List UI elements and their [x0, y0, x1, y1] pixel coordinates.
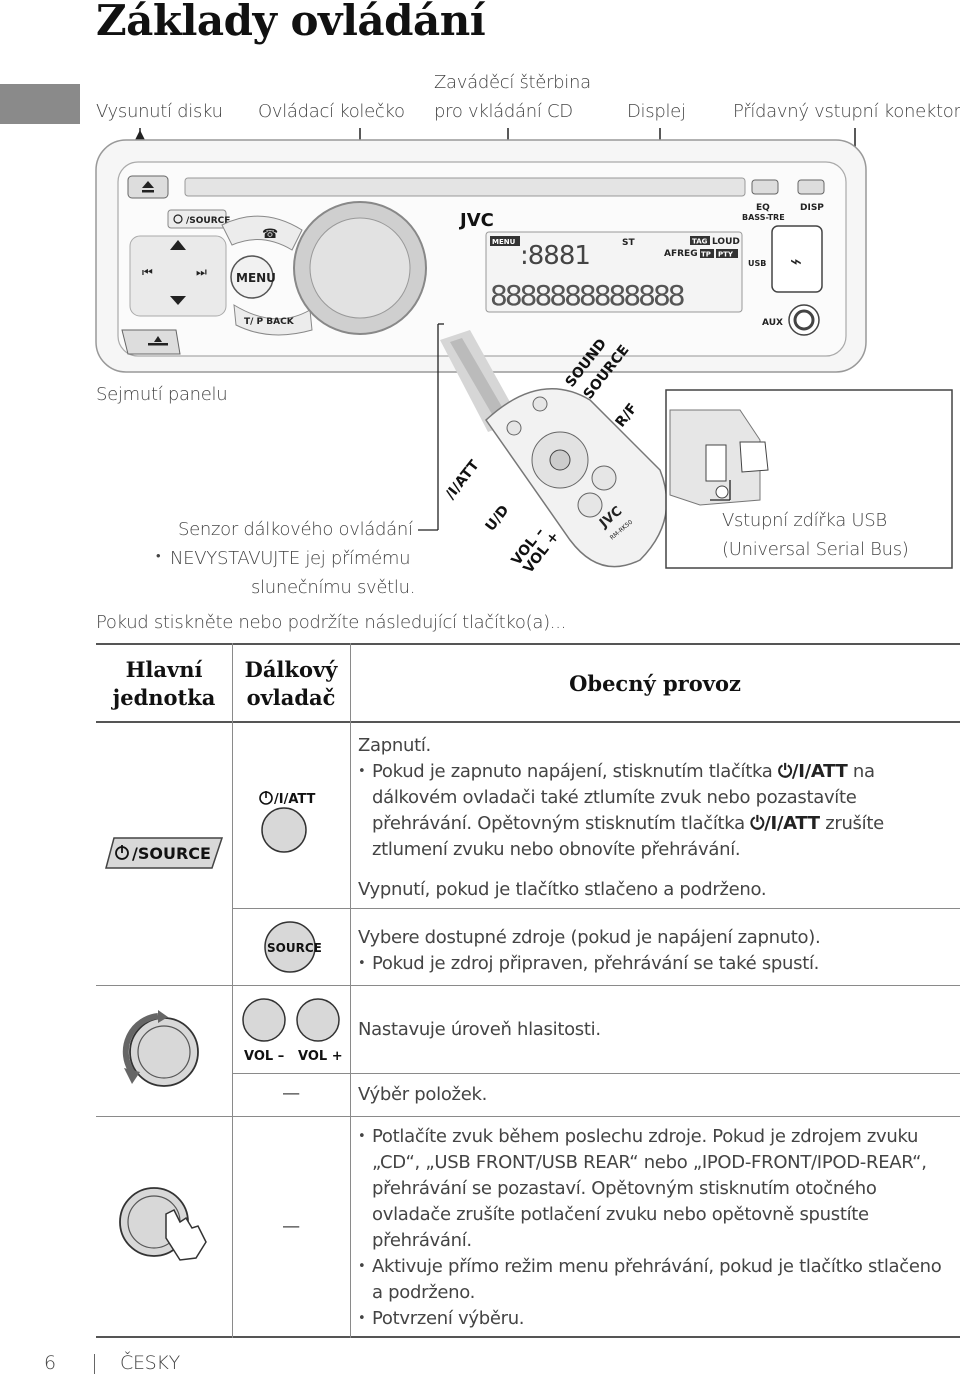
svg-text:USB: USB	[748, 259, 766, 268]
svg-text:/I/ATT: /I/ATT	[274, 792, 316, 807]
label-slot-line2: pro vkládání CD	[434, 101, 573, 122]
row5-remote-dash: —	[282, 1216, 300, 1237]
svg-text:TAG: TAG	[692, 238, 708, 246]
svg-text:ST: ST	[622, 238, 635, 248]
remote-label-ud: U/D	[483, 502, 513, 534]
lcd-display: MENU :8881 ST TAG LOUD AFREG TP PTY 8888…	[485, 231, 743, 313]
main-source-power-button[interactable]: /SOURCE	[100, 834, 226, 874]
label-usb-line2: (Universal Serial Bus)	[722, 539, 909, 560]
label-sensor-note2: slunečnímu světlu.	[251, 577, 416, 598]
disp-button[interactable]	[797, 179, 825, 195]
row3-cell: Nastavuje úroveň hlasitosti.	[358, 1019, 601, 1040]
svg-text:T/ P BACK: T/ P BACK	[244, 317, 295, 327]
footer-language: ČESKY	[120, 1352, 180, 1374]
svg-text:AFREG: AFREG	[664, 249, 698, 259]
svg-text:⏭: ⏭	[196, 265, 207, 279]
remote-control: JVC RM-RK50	[485, 388, 668, 568]
main-knob-press-icon[interactable]	[110, 1182, 220, 1268]
header-general: Obecný provoz	[569, 671, 741, 696]
row2-cell: Vybere dostupné zdroje (pokud je napájen…	[358, 925, 954, 977]
svg-text:BASS-TRE: BASS-TRE	[742, 213, 785, 222]
row5-cell: Potlačíte zvuk během poslechu zdroje. Po…	[358, 1124, 954, 1332]
label-knob: Ovládací kolečko	[258, 101, 405, 122]
svg-text:VOL +: VOL +	[298, 1049, 343, 1064]
aux-jack[interactable]	[788, 304, 820, 336]
svg-text:MENU: MENU	[492, 238, 516, 246]
section-tab-marker	[0, 84, 80, 124]
main-knob-rotate-icon[interactable]	[120, 1010, 210, 1094]
press-hold-intro: Pokud stiskněte nebo podržíte následujíc…	[96, 612, 567, 633]
eq-button[interactable]	[751, 179, 779, 195]
control-knob[interactable]	[293, 201, 427, 335]
label-sensor-note1: NEVYSTAVUJTE jej přímému	[156, 548, 960, 569]
label-detach: Sejmutí panelu	[96, 384, 228, 405]
svg-text:SOURCE: SOURCE	[267, 941, 322, 955]
label-slot-line1: Zaváděcí štěrbina	[434, 72, 591, 93]
remote-volume-buttons[interactable]: VOL – VOL +	[238, 996, 346, 1068]
phone-icon: ☎	[262, 227, 278, 242]
svg-text:DISP: DISP	[800, 203, 824, 213]
row4-cell: Výběr položek.	[358, 1084, 488, 1105]
svg-text:MENU: MENU	[236, 271, 276, 285]
ir-beam	[440, 330, 520, 432]
svg-text:/SOURCE: /SOURCE	[132, 844, 211, 863]
detach-panel-button[interactable]	[121, 329, 181, 355]
tp-back-button[interactable]: T/ P BACK	[233, 304, 313, 336]
row4-remote-dash: —	[282, 1083, 300, 1104]
row1-cell: Zapnutí. Pokud je zapnuto napájení, stis…	[358, 733, 954, 903]
footer-divider	[94, 1354, 95, 1374]
remote-source-button[interactable]: SOURCE	[262, 920, 322, 976]
remote-label-att: /I/ATT	[443, 457, 483, 502]
usb-port[interactable]: ⌁	[771, 225, 823, 293]
label-usb-line1: Vstupní zdířka USB	[722, 510, 887, 531]
page-number: 6	[44, 1352, 56, 1374]
svg-text:/SOURCE: /SOURCE	[186, 216, 230, 226]
usb-inset	[665, 389, 953, 569]
label-eject: Vysunutí disku	[96, 101, 223, 122]
label-display: Displej	[627, 101, 686, 122]
svg-text:TP: TP	[701, 251, 711, 259]
label-aux-connector: Přídavný vstupní konektor	[733, 101, 960, 122]
svg-text:8888888888888: 8888888888888	[490, 279, 684, 312]
remote-att-button[interactable]: /I/ATT	[252, 784, 332, 854]
svg-text:LOUD: LOUD	[712, 237, 740, 247]
svg-text:VOL –: VOL –	[244, 1049, 284, 1064]
page-title: Základy ovládání	[96, 0, 486, 45]
svg-text:AUX: AUX	[762, 318, 783, 328]
brand-logo: JVC	[458, 210, 494, 231]
svg-text:⏮: ⏮	[142, 265, 153, 279]
label-sensor: Senzor dálkového ovládání	[178, 519, 413, 540]
source-power-button[interactable]: /SOURCE	[167, 209, 230, 229]
usb-icon: ⌁	[790, 249, 802, 273]
svg-text::8881: :8881	[520, 241, 590, 271]
menu-button[interactable]: MENU	[230, 255, 276, 299]
head-unit-diagram: /SOURCE ⏮ ⏭ MENU ☎ T/ P BACK JVC MENU :8…	[95, 128, 953, 576]
arrow-pad[interactable]: ⏮ ⏭	[129, 235, 227, 317]
svg-text:PTY: PTY	[718, 251, 734, 259]
svg-text:EQ: EQ	[756, 203, 770, 213]
eject-button[interactable]	[127, 175, 169, 199]
